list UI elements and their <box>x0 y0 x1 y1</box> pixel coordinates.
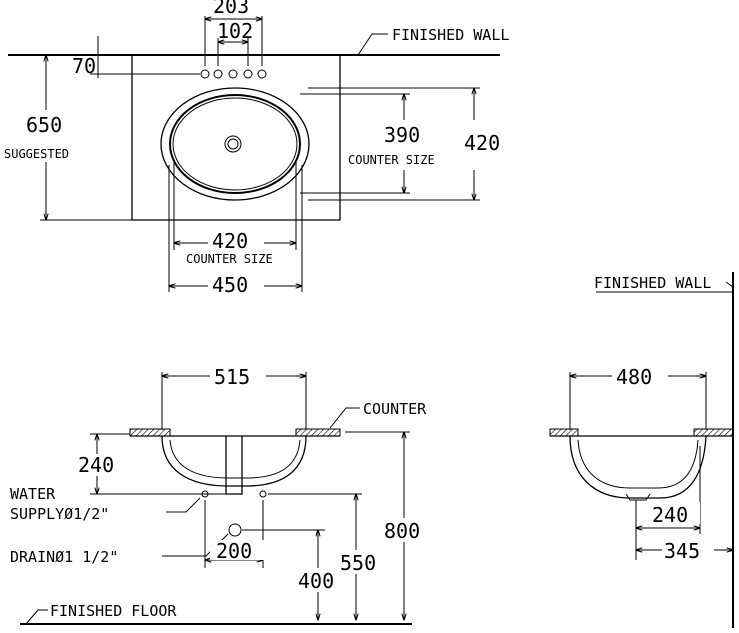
water-supply-label: SUPPLYØ1/2" <box>10 505 109 523</box>
dim-450: 450 <box>212 273 248 297</box>
dim-240-front: 240 <box>78 453 114 477</box>
side-counter-left <box>549 428 579 437</box>
dim-345: 345 <box>664 539 700 563</box>
plan-view: FINISHED WALL 203 102 70 <box>4 0 509 297</box>
side-counter-right <box>693 428 734 437</box>
finished-floor-label: FINISHED FLOOR <box>50 602 177 620</box>
counter-left-slab <box>129 428 171 437</box>
dim-550: 550 <box>340 551 376 575</box>
front-elevation: 515 COUNTER 240 WATER SUPPLYØ1/2" DRAINØ… <box>10 364 434 625</box>
counter-label: COUNTER <box>363 400 427 418</box>
dim-800: 800 <box>384 519 420 543</box>
dim-650: 650 <box>26 113 62 137</box>
counter-right-slab <box>295 428 341 437</box>
side-elevation: FINISHED WALL 480 240 345 <box>549 272 734 628</box>
dim-70: 70 <box>72 54 96 78</box>
water-label-1: WATER <box>10 485 56 503</box>
faucet-holes <box>200 69 267 79</box>
suggested-label: SUGGESTED <box>4 147 69 161</box>
side-finished-wall-label: FINISHED WALL <box>594 274 711 292</box>
dim-515: 515 <box>214 365 250 389</box>
dim-102: 102 <box>217 19 253 43</box>
dim-240-side: 240 <box>652 503 688 527</box>
bowl-outer-rim <box>160 87 310 201</box>
drain-outlet <box>228 523 242 537</box>
drain-hole <box>224 135 242 153</box>
dim-420-bottom: 420 <box>212 229 248 253</box>
dim-200: 200 <box>216 539 252 563</box>
dim-390: 390 <box>384 123 420 147</box>
bowl-inner <box>169 94 301 194</box>
dim-480: 480 <box>616 365 652 389</box>
dim-400: 400 <box>298 569 334 593</box>
counter-size-bottom-label: COUNTER SIZE <box>186 252 273 266</box>
front-basin <box>161 435 307 487</box>
counter-outline <box>131 55 341 221</box>
plan-finished-wall-label: FINISHED WALL <box>392 26 509 44</box>
dim-420-right: 420 <box>464 131 500 155</box>
counter-size-right-label: COUNTER SIZE <box>348 153 435 167</box>
dim-203: 203 <box>213 0 249 18</box>
front-drain-tail <box>225 436 243 495</box>
drain-label: DRAINØ1 1/2" <box>10 548 118 566</box>
side-basin <box>569 435 707 499</box>
